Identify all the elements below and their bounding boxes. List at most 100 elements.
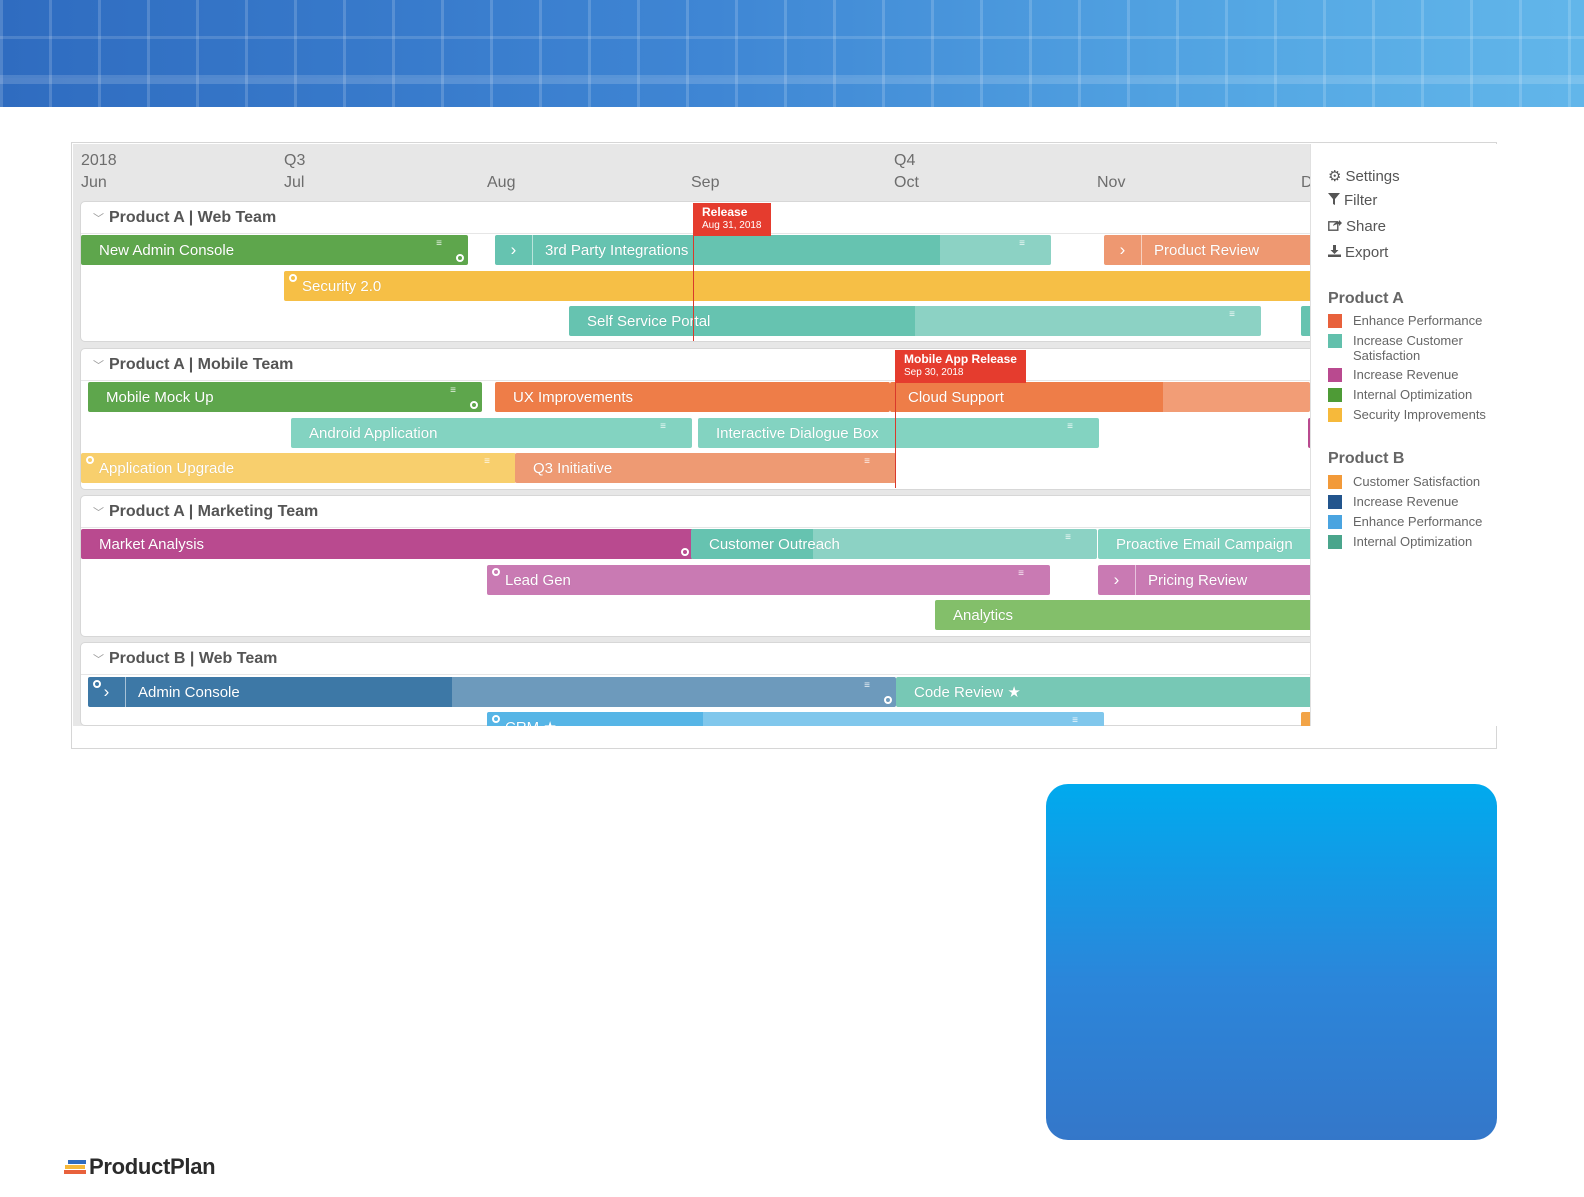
timeline-month-label: Jun (81, 174, 107, 191)
dependency-end-icon[interactable] (456, 254, 464, 262)
bar-notes-icon[interactable]: ≡ (1019, 238, 1025, 249)
bar-notes-icon[interactable]: ≡ (864, 456, 870, 467)
dependency-end-icon[interactable] (470, 401, 478, 409)
roadmap-bar[interactable]: Self Service Portal≡ (569, 306, 1261, 336)
roadmap-bar[interactable]: Android Application ≡ (291, 418, 692, 448)
export-button[interactable]: Export (1328, 244, 1388, 261)
roadmap-sidebar: ⚙Settings Filter Share Export Product A … (1310, 144, 1497, 726)
milestone-line (895, 350, 896, 488)
bar-label: Pricing Review (1148, 571, 1248, 589)
legend-label: Internal Optimization (1353, 387, 1473, 402)
roadmap-bar[interactable]: UX Improvements (495, 382, 890, 412)
bar-progress-remaining (1163, 382, 1310, 412)
bar-notes-icon[interactable]: ≡ (1065, 532, 1071, 543)
roadmap-bar[interactable]: Q3 Initiative≡ (515, 453, 896, 483)
roadmap-bar[interactable]: Customer Outreach≡ (691, 529, 1097, 559)
legend-item[interactable]: Increase Revenue (1328, 367, 1498, 382)
bar-notes-icon[interactable]: ≡ (1018, 568, 1024, 579)
roadmap-bar[interactable] (1301, 712, 1310, 726)
legend-item[interactable]: Internal Optimization (1328, 387, 1498, 402)
roadmap-bar[interactable]: › Pricing Review (1098, 565, 1310, 595)
legend-item[interactable]: Customer Satisfaction (1328, 474, 1498, 489)
roadmap-bar[interactable]: ›Product Review (1104, 235, 1310, 265)
roadmap-bar[interactable]: CRM ★≡ (487, 712, 1104, 726)
expand-chevron-icon[interactable]: › (88, 677, 126, 707)
hero-banner (0, 0, 1584, 107)
dependency-end-icon[interactable] (681, 548, 689, 556)
logo-mark-icon (64, 1159, 86, 1175)
bar-progress-remaining (451, 677, 896, 707)
swimlane-header[interactable]: ﹀Product B | Web Team (81, 643, 1310, 675)
share-button[interactable]: Share (1328, 218, 1386, 235)
swimlane-header[interactable]: ﹀Product A | Mobile Team (81, 349, 1310, 381)
expand-chevron-icon[interactable]: › (1104, 235, 1142, 265)
bar-label: UX Improvements (513, 388, 634, 406)
dependency-start-icon[interactable] (86, 456, 94, 464)
expand-chevron-icon[interactable]: › (1098, 565, 1136, 595)
dependency-end-icon[interactable] (884, 696, 892, 704)
legend-item[interactable]: Increase Customer Satisfaction (1328, 333, 1498, 363)
roadmap-bar[interactable]: Market Analysis (81, 529, 693, 559)
roadmap-bar[interactable]: Lead Gen≡ (487, 565, 1050, 595)
bar-progress-remaining (702, 712, 1104, 726)
bar-notes-icon[interactable]: ≡ (1072, 715, 1078, 726)
roadmap-bar[interactable]: Code Review ★ (896, 677, 1310, 707)
legend-item[interactable]: Increase Revenue (1328, 494, 1498, 509)
bar-label: Android Application (309, 424, 438, 442)
bar-label: Cloud Support (908, 388, 1004, 406)
timeline-month-label: Sep (691, 174, 720, 191)
roadmap-bar[interactable] (1301, 306, 1310, 336)
roadmap-bar[interactable]: ›3rd Party Integrations≡ (495, 235, 1051, 265)
legend-swatch (1328, 535, 1342, 549)
roadmap-bar[interactable]: Analytics (935, 600, 1310, 630)
filter-button[interactable]: Filter (1328, 192, 1377, 209)
chevron-down-icon[interactable]: ﹀ (93, 506, 104, 519)
swimlane-title: Product A | Marketing Team (109, 502, 319, 520)
expand-chevron-icon[interactable]: › (495, 235, 533, 265)
legend-swatch (1328, 475, 1342, 489)
dependency-start-icon[interactable] (492, 715, 500, 723)
legend-item[interactable]: Enhance Performance (1328, 514, 1498, 529)
roadmap-bar[interactable]: New Admin Console≡ (81, 235, 468, 265)
roadmap-bar[interactable]: Interactive Dialogue Box≡ (698, 418, 1099, 448)
bar-notes-icon[interactable]: ≡ (1229, 309, 1235, 320)
settings-button[interactable]: ⚙Settings (1328, 167, 1400, 186)
chevron-down-icon[interactable]: ﹀ (93, 359, 104, 372)
legend-heading-product-b: Product B (1328, 450, 1405, 467)
roadmap-bar[interactable]: Proactive Email Campaign (1098, 529, 1310, 559)
roadmap-bar[interactable]: ›Admin Console≡ (88, 677, 896, 707)
timeline-month-label: Aug (487, 174, 516, 191)
milestone-date: Sep 30, 2018 (904, 367, 964, 378)
legend-swatch (1328, 368, 1342, 382)
timeline-month-label: D (1301, 174, 1310, 191)
legend-heading-product-a: Product A (1328, 290, 1404, 307)
bar-notes-icon[interactable]: ≡ (484, 456, 490, 467)
timeline-year-label: 2018 (81, 152, 117, 169)
dependency-start-icon[interactable] (93, 680, 101, 688)
legend-item[interactable]: Security Improvements (1328, 407, 1498, 422)
roadmap-bar[interactable]: Mobile Mock Up≡ (88, 382, 482, 412)
bar-notes-icon[interactable]: ≡ (450, 385, 456, 396)
bar-label: Application Upgrade (99, 459, 235, 477)
legend-label: Security Improvements (1353, 407, 1486, 422)
legend-item[interactable]: Enhance Performance (1328, 313, 1498, 328)
legend-item[interactable]: Internal Optimization (1328, 534, 1498, 549)
bar-notes-icon[interactable]: ≡ (1067, 421, 1073, 432)
bar-notes-icon[interactable]: ≡ (436, 238, 442, 249)
chevron-down-icon[interactable]: ﹀ (93, 653, 104, 666)
bar-notes-icon[interactable]: ≡ (660, 421, 666, 432)
bar-notes-icon[interactable]: ≡ (864, 680, 870, 691)
dependency-start-icon[interactable] (289, 274, 297, 282)
bar-progress-remaining (812, 529, 1097, 559)
roadmap-bar[interactable] (1308, 418, 1310, 448)
roadmap-bar[interactable]: Application Upgrade ≡ (81, 453, 516, 483)
roadmap-bar[interactable]: Cloud Support (890, 382, 1310, 412)
roadmap-bar[interactable]: Security 2.0 (284, 271, 1310, 301)
bar-label: Market Analysis (99, 535, 205, 553)
chevron-down-icon[interactable]: ﹀ (93, 212, 104, 225)
swimlane-header[interactable]: ﹀ Product A | Marketing Team (81, 496, 1310, 528)
dependency-start-icon[interactable] (492, 568, 500, 576)
